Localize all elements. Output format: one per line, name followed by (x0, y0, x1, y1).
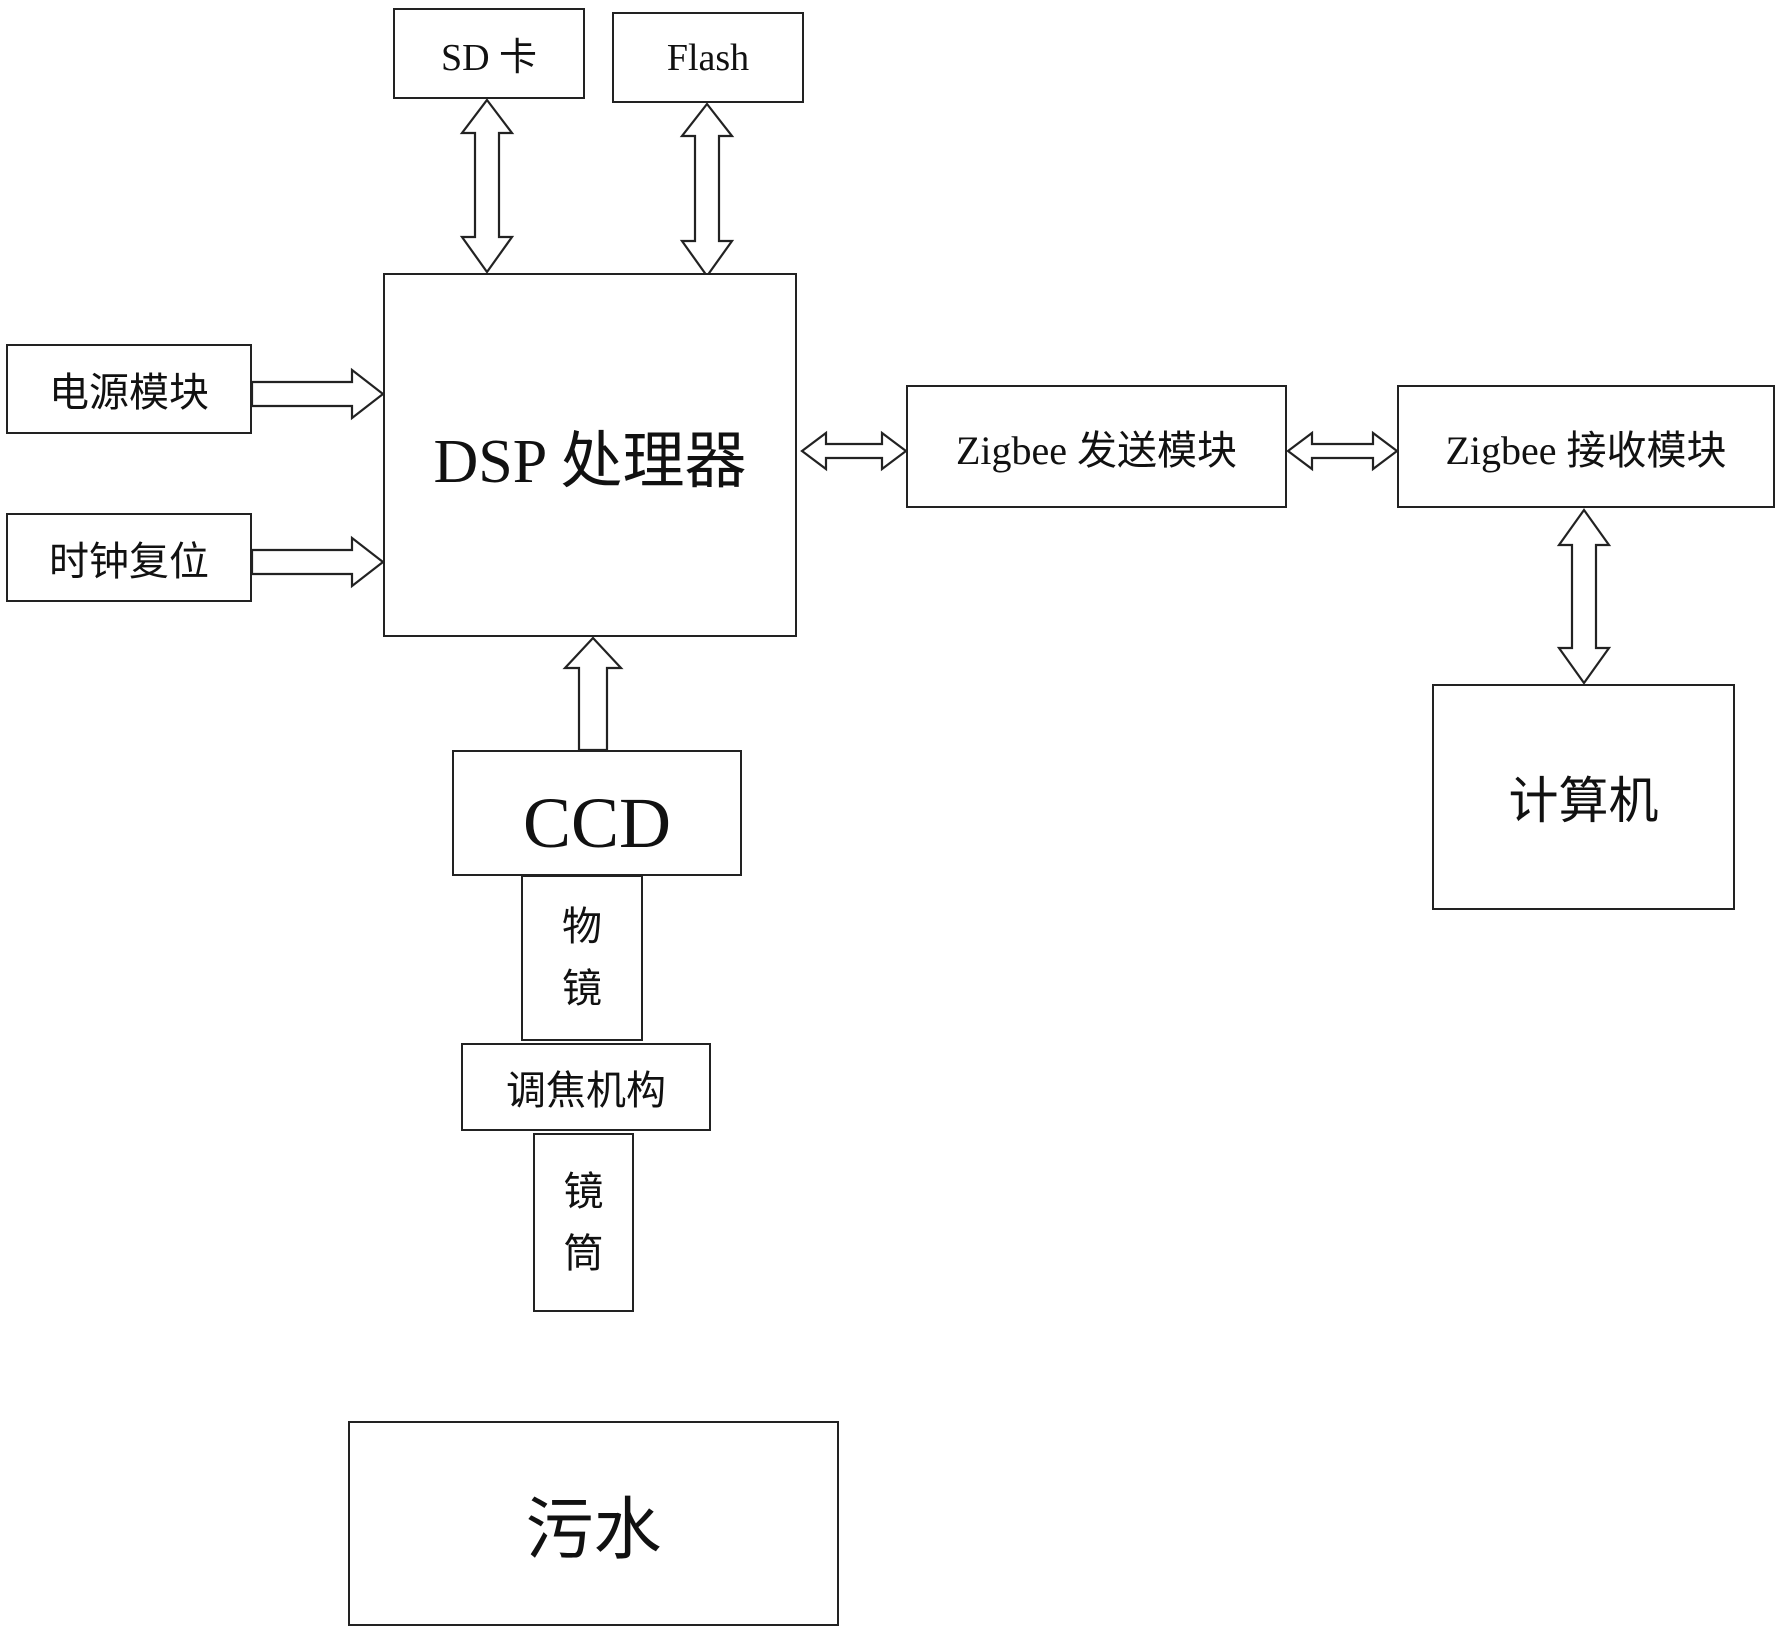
focusing-mechanism-label: 调焦机构 (506, 1068, 666, 1113)
zigbee-send-block: Zigbee 发送模块 (906, 385, 1287, 508)
objective-lens-block: 物 镜 (521, 875, 643, 1041)
objective-lens-char-2: 镜 (562, 966, 602, 1011)
zigbee-send-label: Zigbee 发送模块 (955, 427, 1238, 473)
computer-label: 计算机 (1508, 773, 1659, 829)
lens-tube-char-1: 镜 (563, 1168, 604, 1214)
arrow-clock-dsp (250, 535, 385, 589)
dsp-processor-block: DSP 处理器 (383, 273, 797, 637)
power-module-block: 电源模块 (6, 344, 252, 434)
zigbee-receive-label: Zigbee 接收模块 (1445, 427, 1727, 473)
clock-reset-block: 时钟复位 (6, 513, 252, 602)
arrow-zigbee-receive-computer (1556, 508, 1612, 685)
lens-tube-block: 镜 筒 (533, 1133, 634, 1312)
arrow-dsp-zigbee-send (800, 430, 908, 472)
lens-tube-char-2: 筒 (563, 1230, 604, 1276)
dsp-processor-label: DSP 处理器 (433, 428, 747, 496)
clock-reset-label: 时钟复位 (49, 538, 209, 584)
arrow-sd-dsp (459, 98, 515, 274)
arrow-ccd-dsp (562, 636, 624, 752)
focusing-mechanism-block: 调焦机构 (461, 1043, 711, 1131)
ccd-label: CCD (522, 782, 672, 863)
arrow-zigbee-send-receive (1286, 430, 1399, 472)
flash-block: Flash (612, 12, 804, 103)
sd-card-block: SD 卡 (393, 8, 585, 99)
arrow-power-dsp (250, 367, 385, 421)
ccd-block: CCD (452, 750, 742, 876)
sewage-label: 污水 (525, 1492, 662, 1568)
objective-lens-char-1: 物 (562, 904, 602, 949)
sd-card-label: SD 卡 (440, 37, 538, 79)
power-module-label: 电源模块 (49, 370, 209, 415)
zigbee-receive-block: Zigbee 接收模块 (1397, 385, 1775, 508)
sewage-block: 污水 (348, 1421, 839, 1626)
computer-block: 计算机 (1432, 684, 1735, 910)
arrow-flash-dsp (679, 102, 735, 278)
flash-label: Flash (666, 36, 750, 79)
